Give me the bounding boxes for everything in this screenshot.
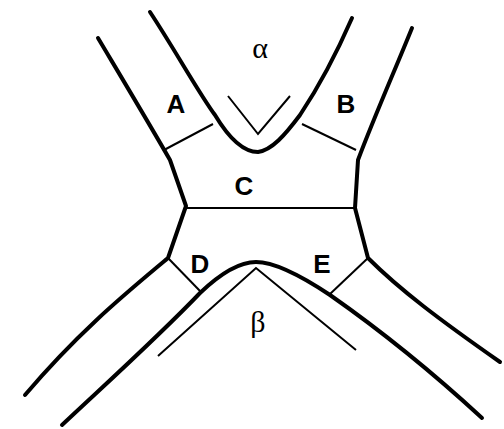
beta-bracket bbox=[158, 268, 356, 356]
region-letter: E bbox=[313, 251, 330, 277]
divider-c bbox=[186, 207, 355, 209]
alpha-bracket bbox=[228, 96, 290, 134]
angle-symbol: β bbox=[250, 307, 265, 337]
lower-inner-wall bbox=[62, 262, 482, 425]
left-outer-wall bbox=[25, 38, 186, 395]
region-letter: B bbox=[337, 91, 356, 117]
divider-e bbox=[330, 258, 368, 294]
region-letter: C bbox=[235, 173, 254, 199]
angle-symbol: α bbox=[252, 33, 268, 63]
divider-b bbox=[302, 124, 356, 150]
divider-a bbox=[164, 124, 213, 150]
upper-inner-wall bbox=[150, 12, 352, 152]
right-outer-wall bbox=[355, 28, 500, 362]
region-letter: D bbox=[191, 251, 210, 277]
region-letter: A bbox=[167, 91, 186, 117]
